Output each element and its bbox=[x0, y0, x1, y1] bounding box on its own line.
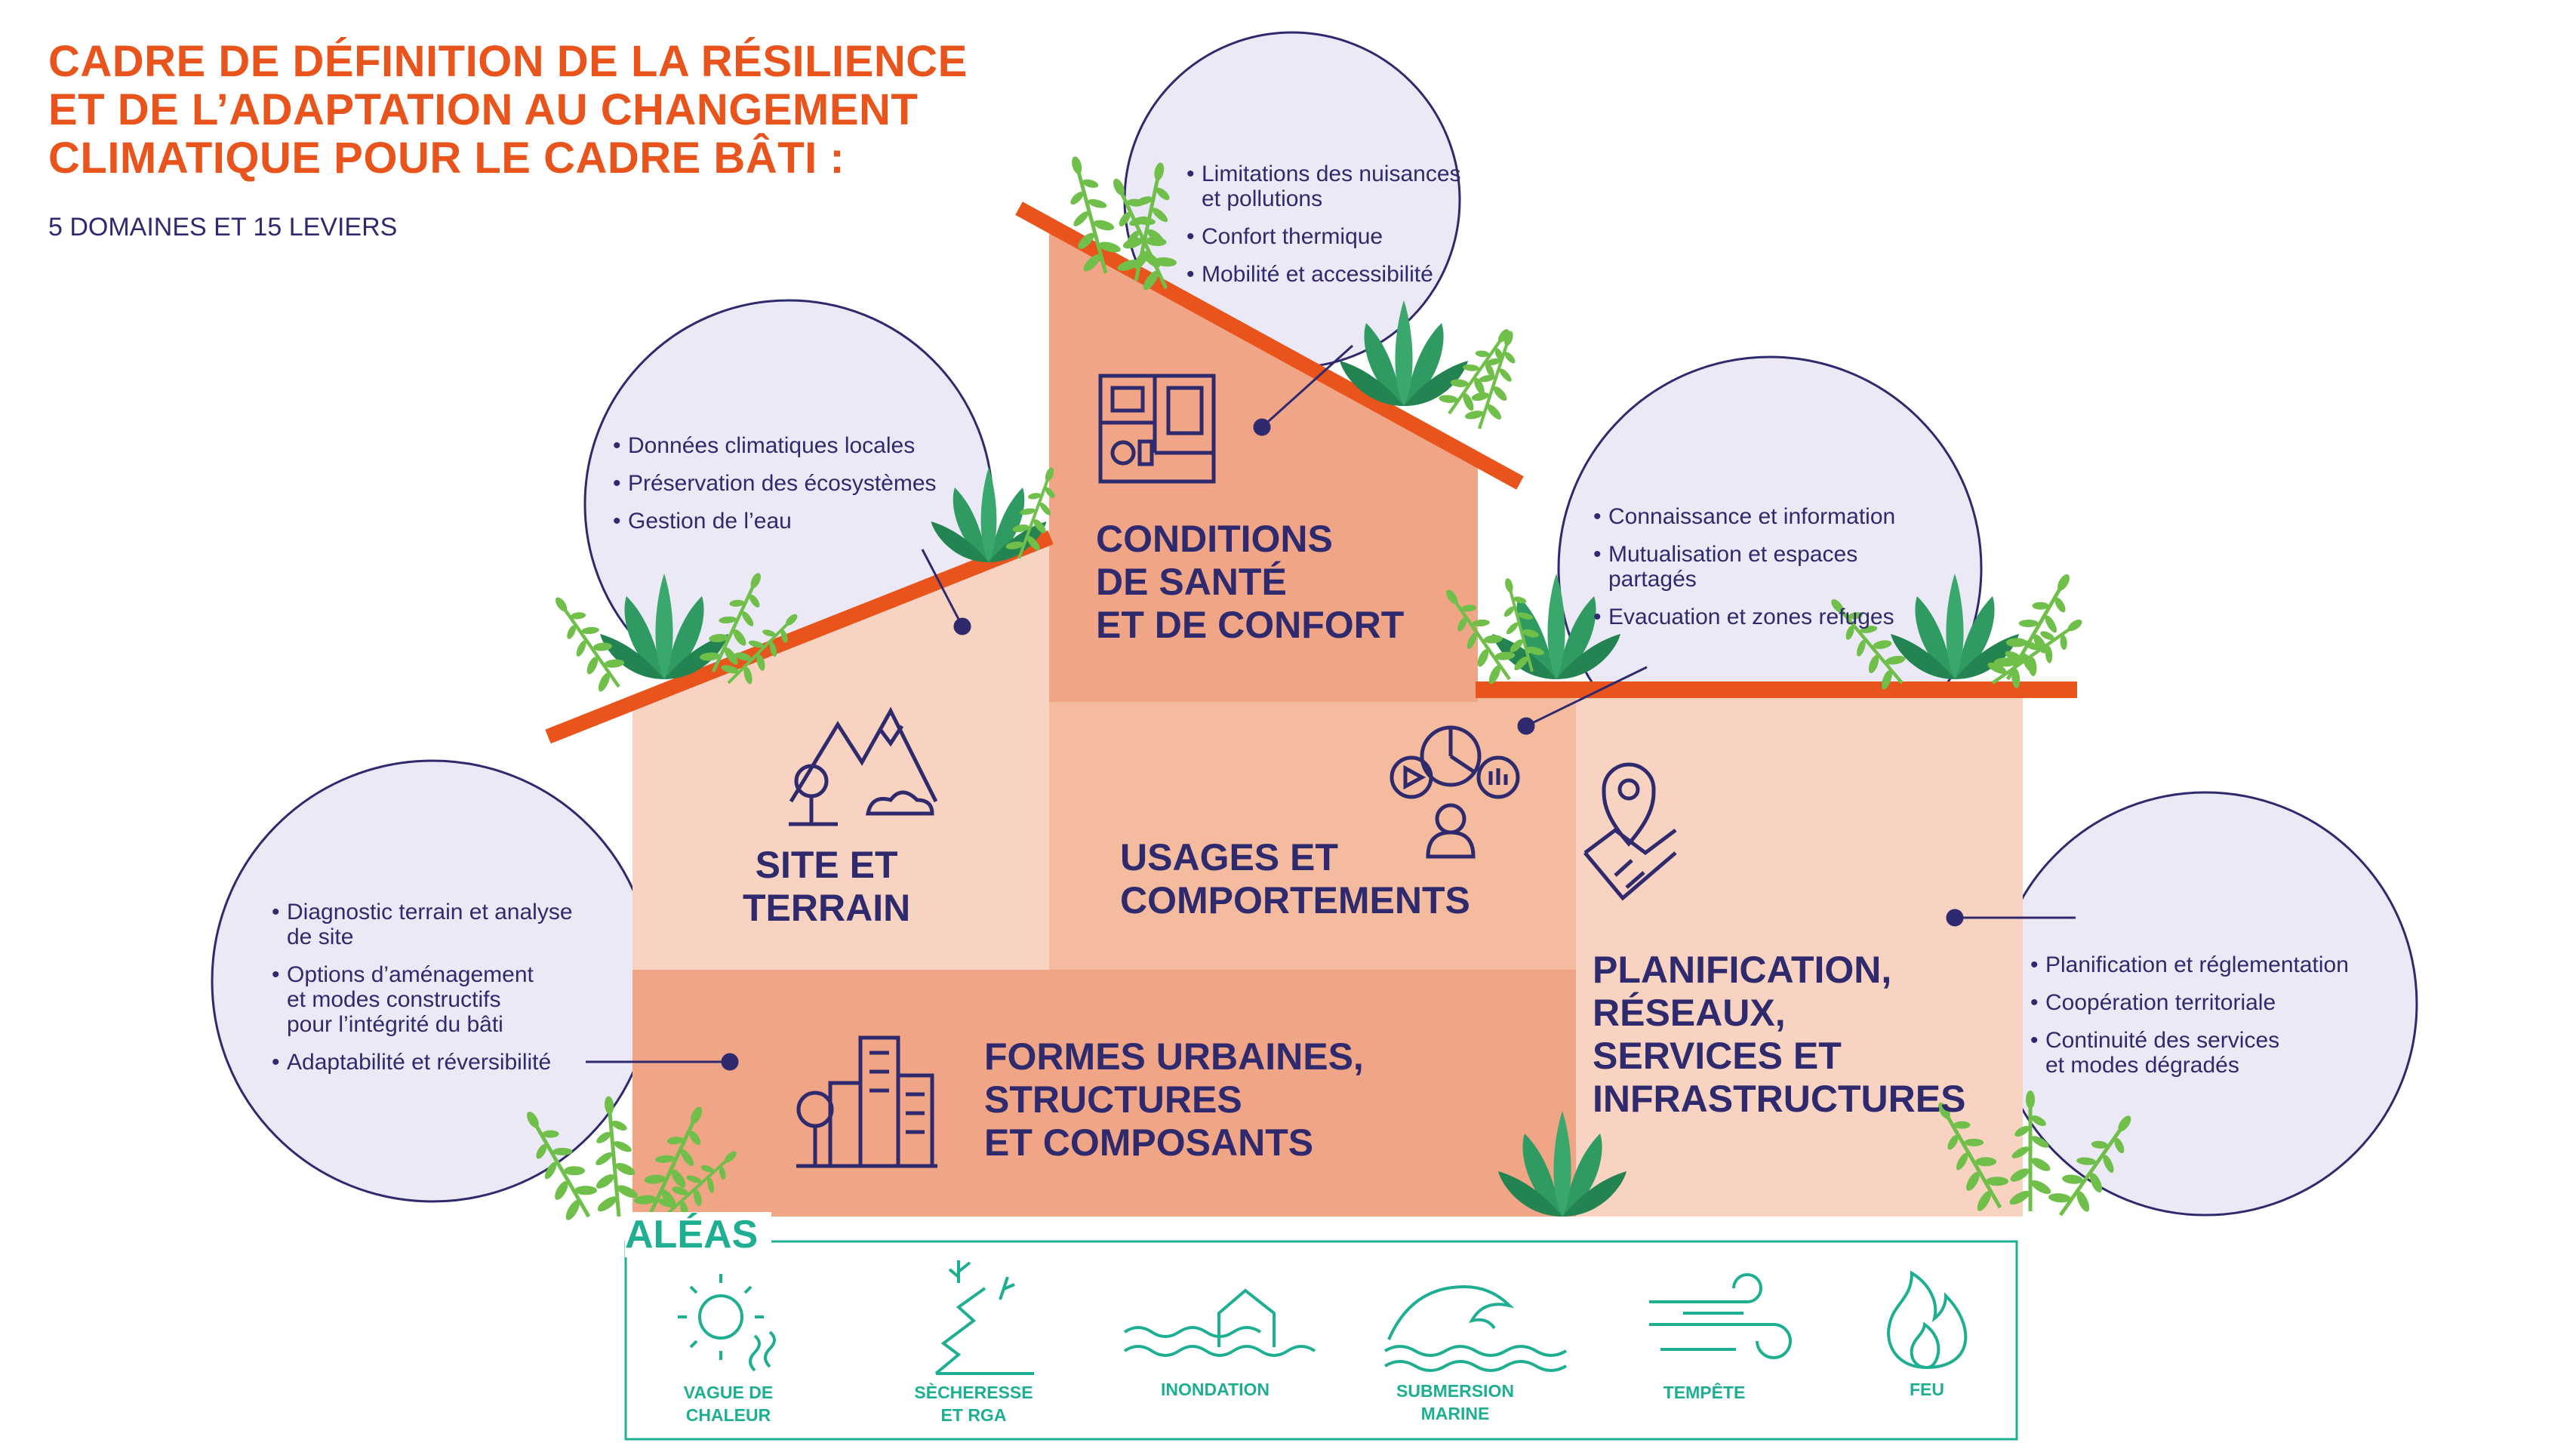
heat-wave-icon bbox=[678, 1274, 776, 1372]
hazard-label-storm: TEMPÊTE bbox=[1663, 1383, 1746, 1402]
connector-sante bbox=[1260, 344, 1354, 429]
levers-usages: Connaissance et information Mutualisatio… bbox=[1593, 504, 1895, 642]
connector-dot-formes bbox=[721, 1053, 739, 1071]
lever-item: Confort thermique bbox=[1186, 224, 1461, 249]
hazards-title: ALÉAS bbox=[625, 1212, 772, 1257]
domain-block-usages bbox=[1049, 702, 1576, 970]
domain-block-formes bbox=[632, 970, 1576, 1217]
location-handshake-icon bbox=[1583, 762, 1677, 901]
levers-site: Données climatiques locales Préservation… bbox=[613, 433, 937, 546]
diagram-title: CADRE DE DÉFINITION DE LA RÉSILIENCE ET … bbox=[48, 38, 968, 183]
drought-icon bbox=[934, 1260, 1034, 1375]
domain-label-usages: USAGES ET COMPORTEMENTS bbox=[1120, 836, 1470, 921]
lever-item: Planification et réglementation bbox=[2030, 952, 2349, 977]
connector-dot-planification bbox=[1946, 909, 1964, 927]
domain-label-sante: CONDITIONS DE SANTÉ ET DE CONFORT bbox=[1096, 518, 1405, 646]
connector-dot-site bbox=[953, 617, 971, 635]
connector-dot-usages bbox=[1517, 717, 1535, 735]
storm-icon bbox=[1649, 1273, 1792, 1359]
marine-submersion-icon bbox=[1383, 1284, 1568, 1372]
lever-item: Adaptabilité et réversibilité bbox=[272, 1050, 573, 1075]
flood-icon bbox=[1123, 1288, 1316, 1357]
city-buildings-icon bbox=[796, 1035, 937, 1168]
title-line-3: CLIMATIQUE POUR LE CADRE BÂTI : bbox=[48, 134, 845, 183]
lever-item: Gestion de l’eau bbox=[613, 509, 937, 534]
domain-block-sante bbox=[1049, 228, 1478, 702]
lever-item: Connaissance et information bbox=[1593, 504, 1895, 529]
connector-usages bbox=[1525, 666, 1648, 728]
lever-item: Mobilité et accessibilité bbox=[1186, 262, 1461, 287]
hazards-frame bbox=[624, 1240, 2018, 1441]
diagram-subtitle: 5 DOMAINES ET 15 LEVIERS bbox=[48, 213, 398, 242]
domain-label-formes: FORMES URBAINES, STRUCTURES ET COMPOSANT… bbox=[984, 1035, 1364, 1164]
lever-item: Données climatiques locales bbox=[613, 433, 937, 458]
lever-item: Evacuation et zones refuges bbox=[1593, 605, 1895, 629]
person-media-icon bbox=[1390, 725, 1520, 859]
lever-item: Préservation des écosystèmes bbox=[613, 471, 937, 496]
connector-dot-sante bbox=[1253, 418, 1271, 436]
hazard-label-fire: FEU bbox=[1910, 1380, 1944, 1399]
floor-plan-icon bbox=[1098, 374, 1216, 484]
domain-label-planification: PLANIFICATION, RÉSEAUX, SERVICES ET INFR… bbox=[1593, 949, 1966, 1120]
fire-icon bbox=[1887, 1270, 1968, 1370]
hazard-label-flood: INONDATION bbox=[1161, 1380, 1270, 1399]
roof-left bbox=[545, 530, 1054, 744]
title-line-1: CADRE DE DÉFINITION DE LA RÉSILIENCE bbox=[48, 37, 968, 86]
levers-planification: Planification et réglementation Coopérat… bbox=[2030, 952, 2349, 1091]
connector-site bbox=[921, 549, 964, 627]
domain-block-site bbox=[632, 537, 1049, 970]
lever-item: Coopération territoriale bbox=[2030, 990, 2349, 1015]
title-line-2: ET DE L’ADAPTATION AU CHANGEMENT bbox=[48, 85, 919, 134]
domain-label-site: SITE ET TERRAIN bbox=[743, 844, 911, 929]
mountain-landscape-icon bbox=[789, 706, 938, 826]
